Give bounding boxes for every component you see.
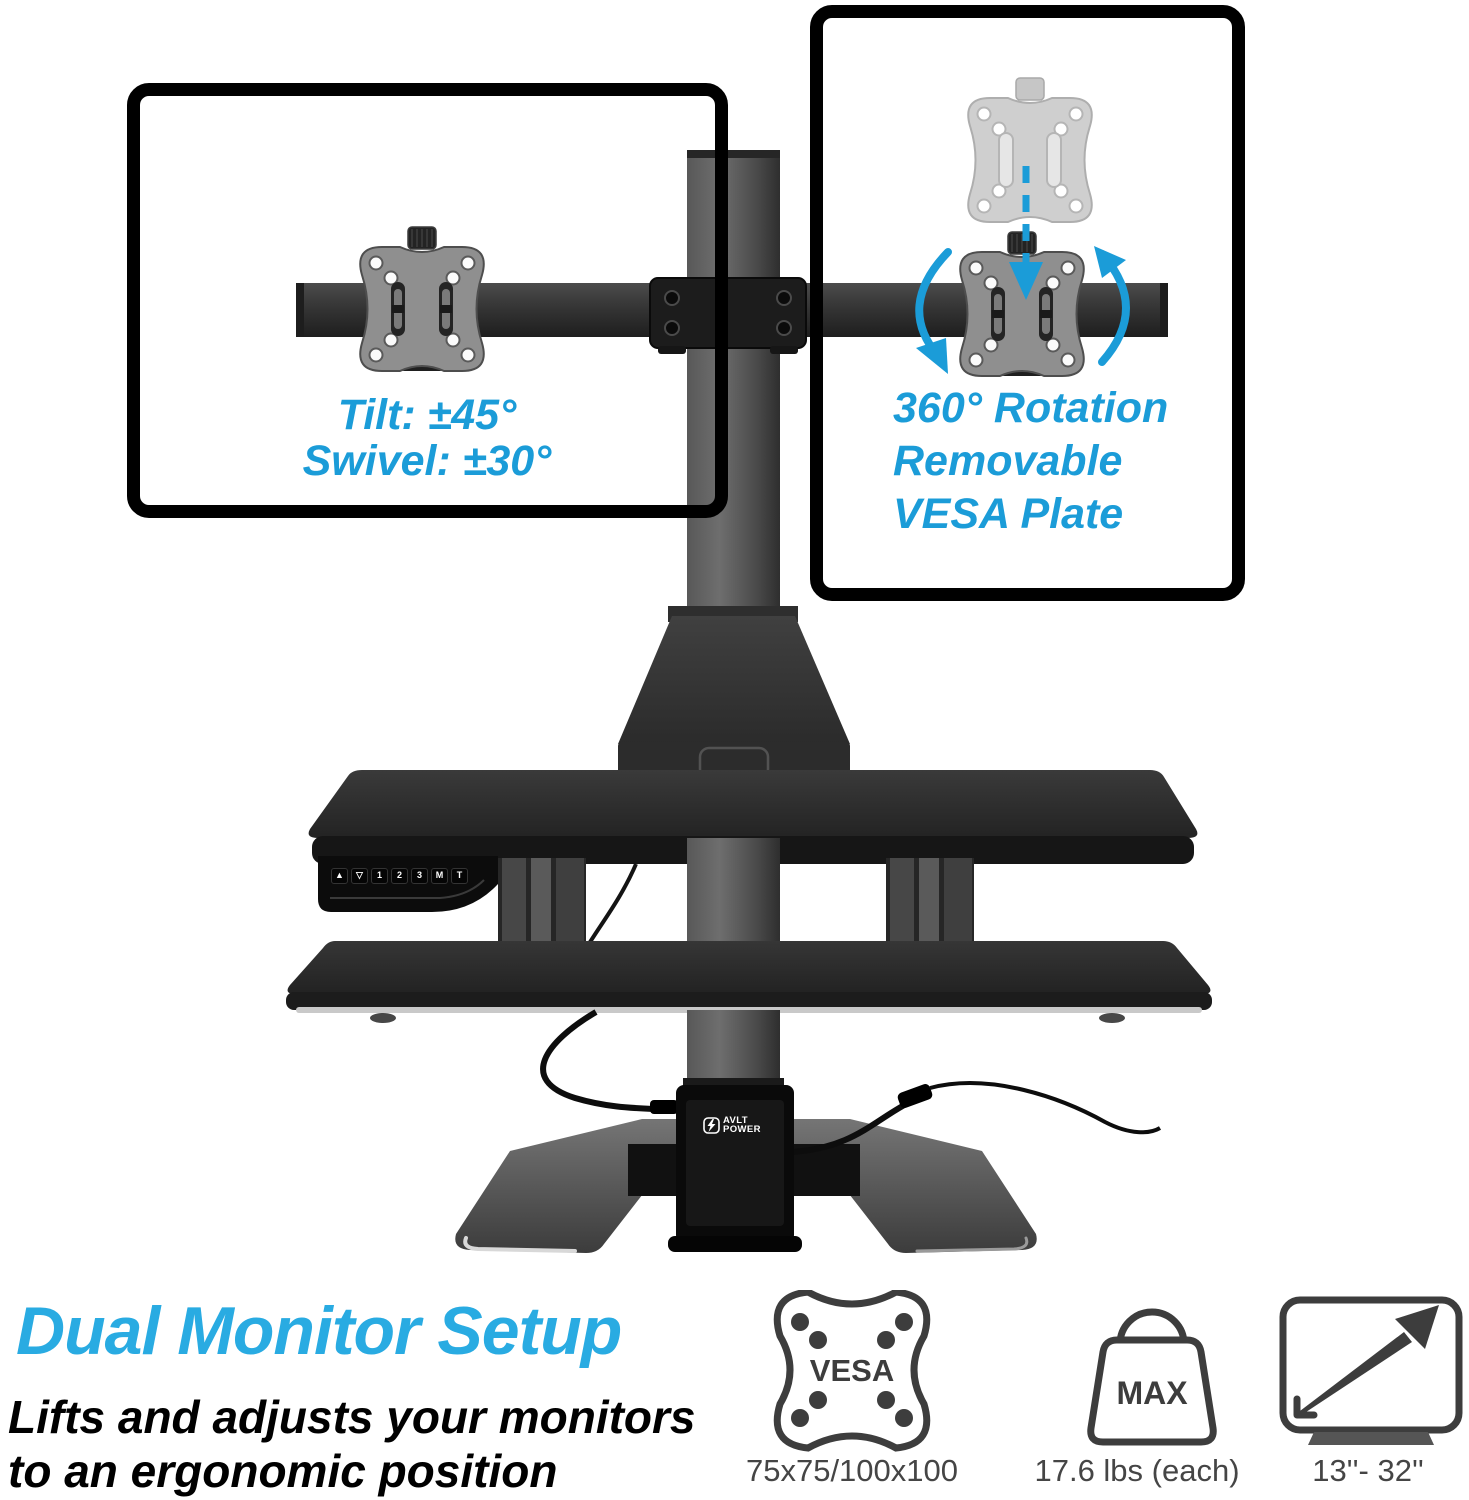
- mid-pole: [687, 838, 780, 948]
- power-cables: [540, 1009, 1162, 1155]
- tray-foot: [370, 1013, 396, 1023]
- brand-name-line1: AVLT: [723, 1115, 748, 1126]
- left-vesa-plate: [359, 226, 485, 372]
- keypad-preset1-button: 1: [371, 868, 388, 884]
- removable-vesa-plate-ghost: [967, 77, 1093, 223]
- screen-size-icon: [1279, 1296, 1463, 1445]
- brand-logo: AVLT POWER: [703, 1116, 761, 1134]
- keypad-timer-button: T: [451, 868, 468, 884]
- lift-motor-housing: [618, 606, 850, 784]
- vesa-holes: [976, 106, 1084, 214]
- tilt-annotation: Tilt: ±45°: [337, 391, 517, 439]
- spec-max-weight: MAX: [1052, 1282, 1252, 1446]
- subtitle-line1: Lifts and adjusts your monitors: [8, 1391, 696, 1443]
- screen-size-label: 13''- 32'': [1312, 1453, 1424, 1488]
- max-icon-text: MAX: [1116, 1375, 1188, 1411]
- keypad-down-button: ▽: [351, 868, 368, 884]
- cable-plug: [650, 1100, 678, 1114]
- keypad-buttons: ▲ ▽ 1 2 3 M T: [331, 868, 468, 884]
- rotation-annotation: 360° Rotation Removable VESA Plate: [893, 382, 1223, 541]
- top-work-surface: [308, 770, 1198, 864]
- cable-connector: [897, 1084, 933, 1108]
- keypad-preset3-button: 3: [411, 868, 428, 884]
- swivel-annotation: Swivel: ±30°: [302, 437, 552, 485]
- monitor-pole: [687, 150, 780, 620]
- page-title: Dual Monitor Setup: [16, 1293, 622, 1369]
- rotation-line1: 360° Rotation: [893, 384, 1169, 432]
- attach-direction-arrow-icon: [1009, 166, 1043, 300]
- vesa-plate-icon: VESA: [773, 1290, 931, 1452]
- rotation-arrows-icon: [915, 246, 1130, 374]
- right-monitor-outline: [810, 5, 1245, 601]
- vesa-pattern-label: 75x75/100x100: [745, 1453, 959, 1488]
- vesa-icon-text: VESA: [810, 1353, 894, 1388]
- height-control-keypad: [318, 856, 498, 912]
- rotation-line2: Removable: [893, 437, 1123, 485]
- vesa-holes: [368, 255, 476, 363]
- keypad-preset2-button: 2: [391, 868, 408, 884]
- weight-icon: MAX: [1087, 1308, 1217, 1446]
- max-weight-label: 17.6 lbs (each): [1034, 1453, 1240, 1488]
- keypad-up-button: ▲: [331, 868, 348, 884]
- rotation-line3: VESA Plate: [893, 490, 1124, 538]
- spec-screen-size: [1272, 1292, 1469, 1454]
- vesa-holes: [968, 260, 1076, 368]
- keypad-memory-button: M: [431, 868, 448, 884]
- riser-brackets: [498, 858, 974, 950]
- power-brick: [668, 1085, 802, 1252]
- lightning-bolt-icon: [703, 1116, 720, 1134]
- brand-name-line2: POWER: [723, 1124, 761, 1135]
- keyboard-tray: [286, 941, 1212, 1023]
- subtitle-line2: to an ergonomic position: [8, 1445, 558, 1497]
- tilt-swivel-annotation: Tilt: ±45° Swivel: ±30°: [140, 392, 714, 484]
- left-monitor-outline: [127, 83, 728, 518]
- arm-clamp-bracket: [649, 277, 807, 354]
- spec-vesa: VESA: [752, 1290, 952, 1452]
- tray-foot: [1099, 1013, 1125, 1023]
